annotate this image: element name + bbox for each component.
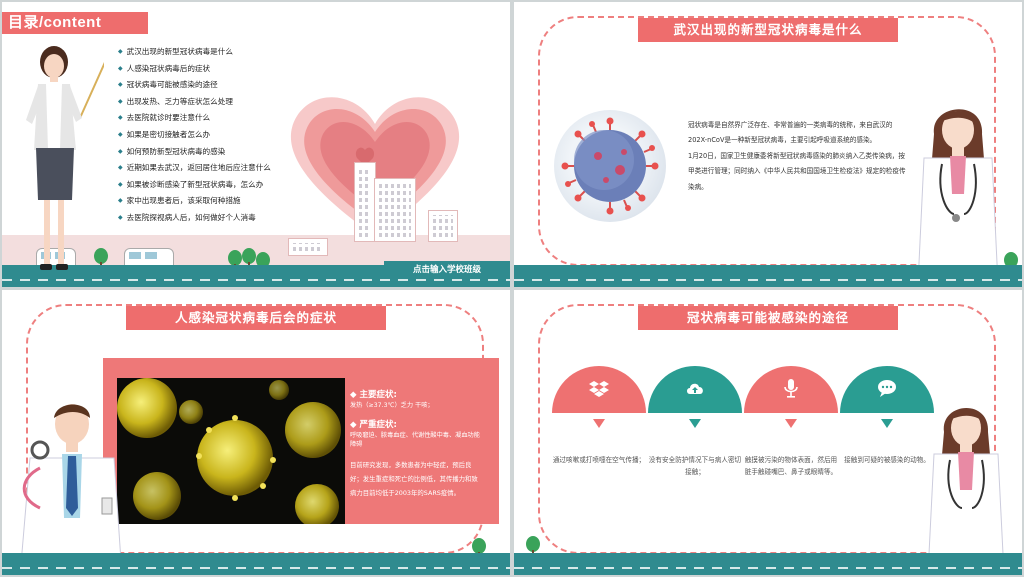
ground — [2, 553, 510, 575]
route-card[interactable] — [744, 366, 838, 432]
ground — [2, 265, 510, 287]
toc-item[interactable]: 武汉出现的新型冠状病毒是什么 — [118, 44, 271, 61]
building — [354, 162, 376, 242]
ground — [514, 265, 1022, 287]
paragraph: 冠状病毒是自然界广泛存在、非常普遍的一类病毒的统称，来自武汉的202X-nCoV… — [688, 121, 893, 145]
virus-photo — [117, 378, 345, 524]
toc-item[interactable]: 如果是密切接触者怎么办 — [118, 127, 271, 144]
building — [288, 238, 328, 256]
slide-symptoms[interactable]: 人感染冠状病毒后会的症状 ◆ 主要症状: 发热（≥37.3℃）乏力 干咳； ◆ … — [2, 290, 510, 575]
toc-item[interactable]: 近期如果去武汉，返回居住地后应注意什么 — [118, 160, 271, 177]
severe-symptoms-text: 呼吸窘迫、脓毒血症、代谢性酸中毒、凝血功能障碍 — [350, 432, 480, 448]
toc-item[interactable]: 去医院就诊时要注意什么 — [118, 110, 271, 127]
toc-list: 武汉出现的新型冠状病毒是什么 人感染冠状病毒后的症状 冠状病毒可能被感染的途径 … — [118, 44, 271, 227]
main-symptoms-text: 发热（≥37.3℃）乏力 干咳； — [350, 402, 434, 409]
ground — [514, 553, 1022, 575]
severe-symptoms-label: ◆ 严重症状: — [350, 420, 397, 430]
class-name-placeholder[interactable]: 点击输入学校班级 — [384, 261, 510, 279]
route-text: 接触到可疑的被感染的动物。 — [844, 456, 930, 464]
toc-item[interactable]: 如何预防新型冠状病毒的感染 — [118, 144, 271, 161]
virus-image — [554, 110, 666, 222]
paragraph: 1月20日，国家卫生健康委将新型冠状病毒感染的肺炎纳入乙类传染病，按甲类进行管理… — [688, 151, 906, 191]
route-text: 没有安全防护情况下与病人密切接触； — [648, 456, 742, 476]
coronavirus-icon — [561, 117, 659, 215]
male-doctor-illustration — [19, 404, 123, 575]
toc-item[interactable]: 冠状病毒可能被感染的途径 — [118, 77, 271, 94]
building — [374, 178, 416, 242]
toc-item[interactable]: 家中出现患者后，该采取何种措施 — [118, 193, 271, 210]
virus-cluster-icon — [117, 378, 345, 524]
slide-what-is-virus[interactable]: 武汉出现的新型冠状病毒是什么 冠状病 — [514, 2, 1022, 287]
teacher-illustration — [26, 46, 104, 270]
chat-icon — [878, 380, 896, 397]
female-doctor-illustration — [917, 109, 999, 284]
route-card[interactable] — [648, 366, 742, 432]
female-doctor-illustration — [927, 407, 1005, 574]
toc-item[interactable]: 人感染冠状病毒后的症状 — [118, 61, 271, 78]
toc-item[interactable]: 出现发热、乏力等症状怎么处理 — [118, 94, 271, 111]
research-findings: 目前研究发现，多数患者为中轻症，预后良好；发生重症和死亡的比例低，其传播力和致病… — [350, 461, 478, 497]
cloud-upload-icon — [687, 383, 703, 394]
slide-title: 武汉出现的新型冠状病毒是什么 — [638, 18, 898, 42]
toc-item[interactable]: 如果被诊断感染了新型冠状病毒，怎么办 — [118, 177, 271, 194]
slide-title: 冠状病毒可能被感染的途径 — [638, 306, 898, 330]
dropbox-icon — [589, 381, 609, 397]
virus-description: 冠状病毒是自然界广泛存在、非常普遍的一类病毒的统称，来自武汉的202X-nCoV… — [688, 118, 910, 195]
route-text: 通过咳嗽或打喷嚏在空气传播； — [552, 456, 646, 464]
route-card[interactable] — [552, 366, 646, 432]
toc-item[interactable]: 去医院探视病人后，如何做好个人消毒 — [118, 210, 271, 227]
route-card[interactable] — [840, 366, 934, 432]
route-text: 触摸被污染的物体表面，然后用脏手触碰嘴巴、鼻子或眼睛等。 — [744, 456, 838, 476]
microphone-icon — [784, 379, 798, 398]
slide-toc[interactable]: 目录/content 武汉出现的新型冠状病毒是什么 人感染冠状病毒后的症状 冠状… — [2, 2, 510, 287]
slide-infection-routes[interactable]: 冠状病毒可能被感染的途径 通过咳嗽或打 — [514, 290, 1022, 575]
main-symptoms-label: ◆ 主要症状: — [350, 390, 397, 400]
toc-title: 目录/content — [2, 12, 148, 34]
slide-title: 人感染冠状病毒后会的症状 — [126, 306, 386, 330]
building — [428, 210, 458, 242]
